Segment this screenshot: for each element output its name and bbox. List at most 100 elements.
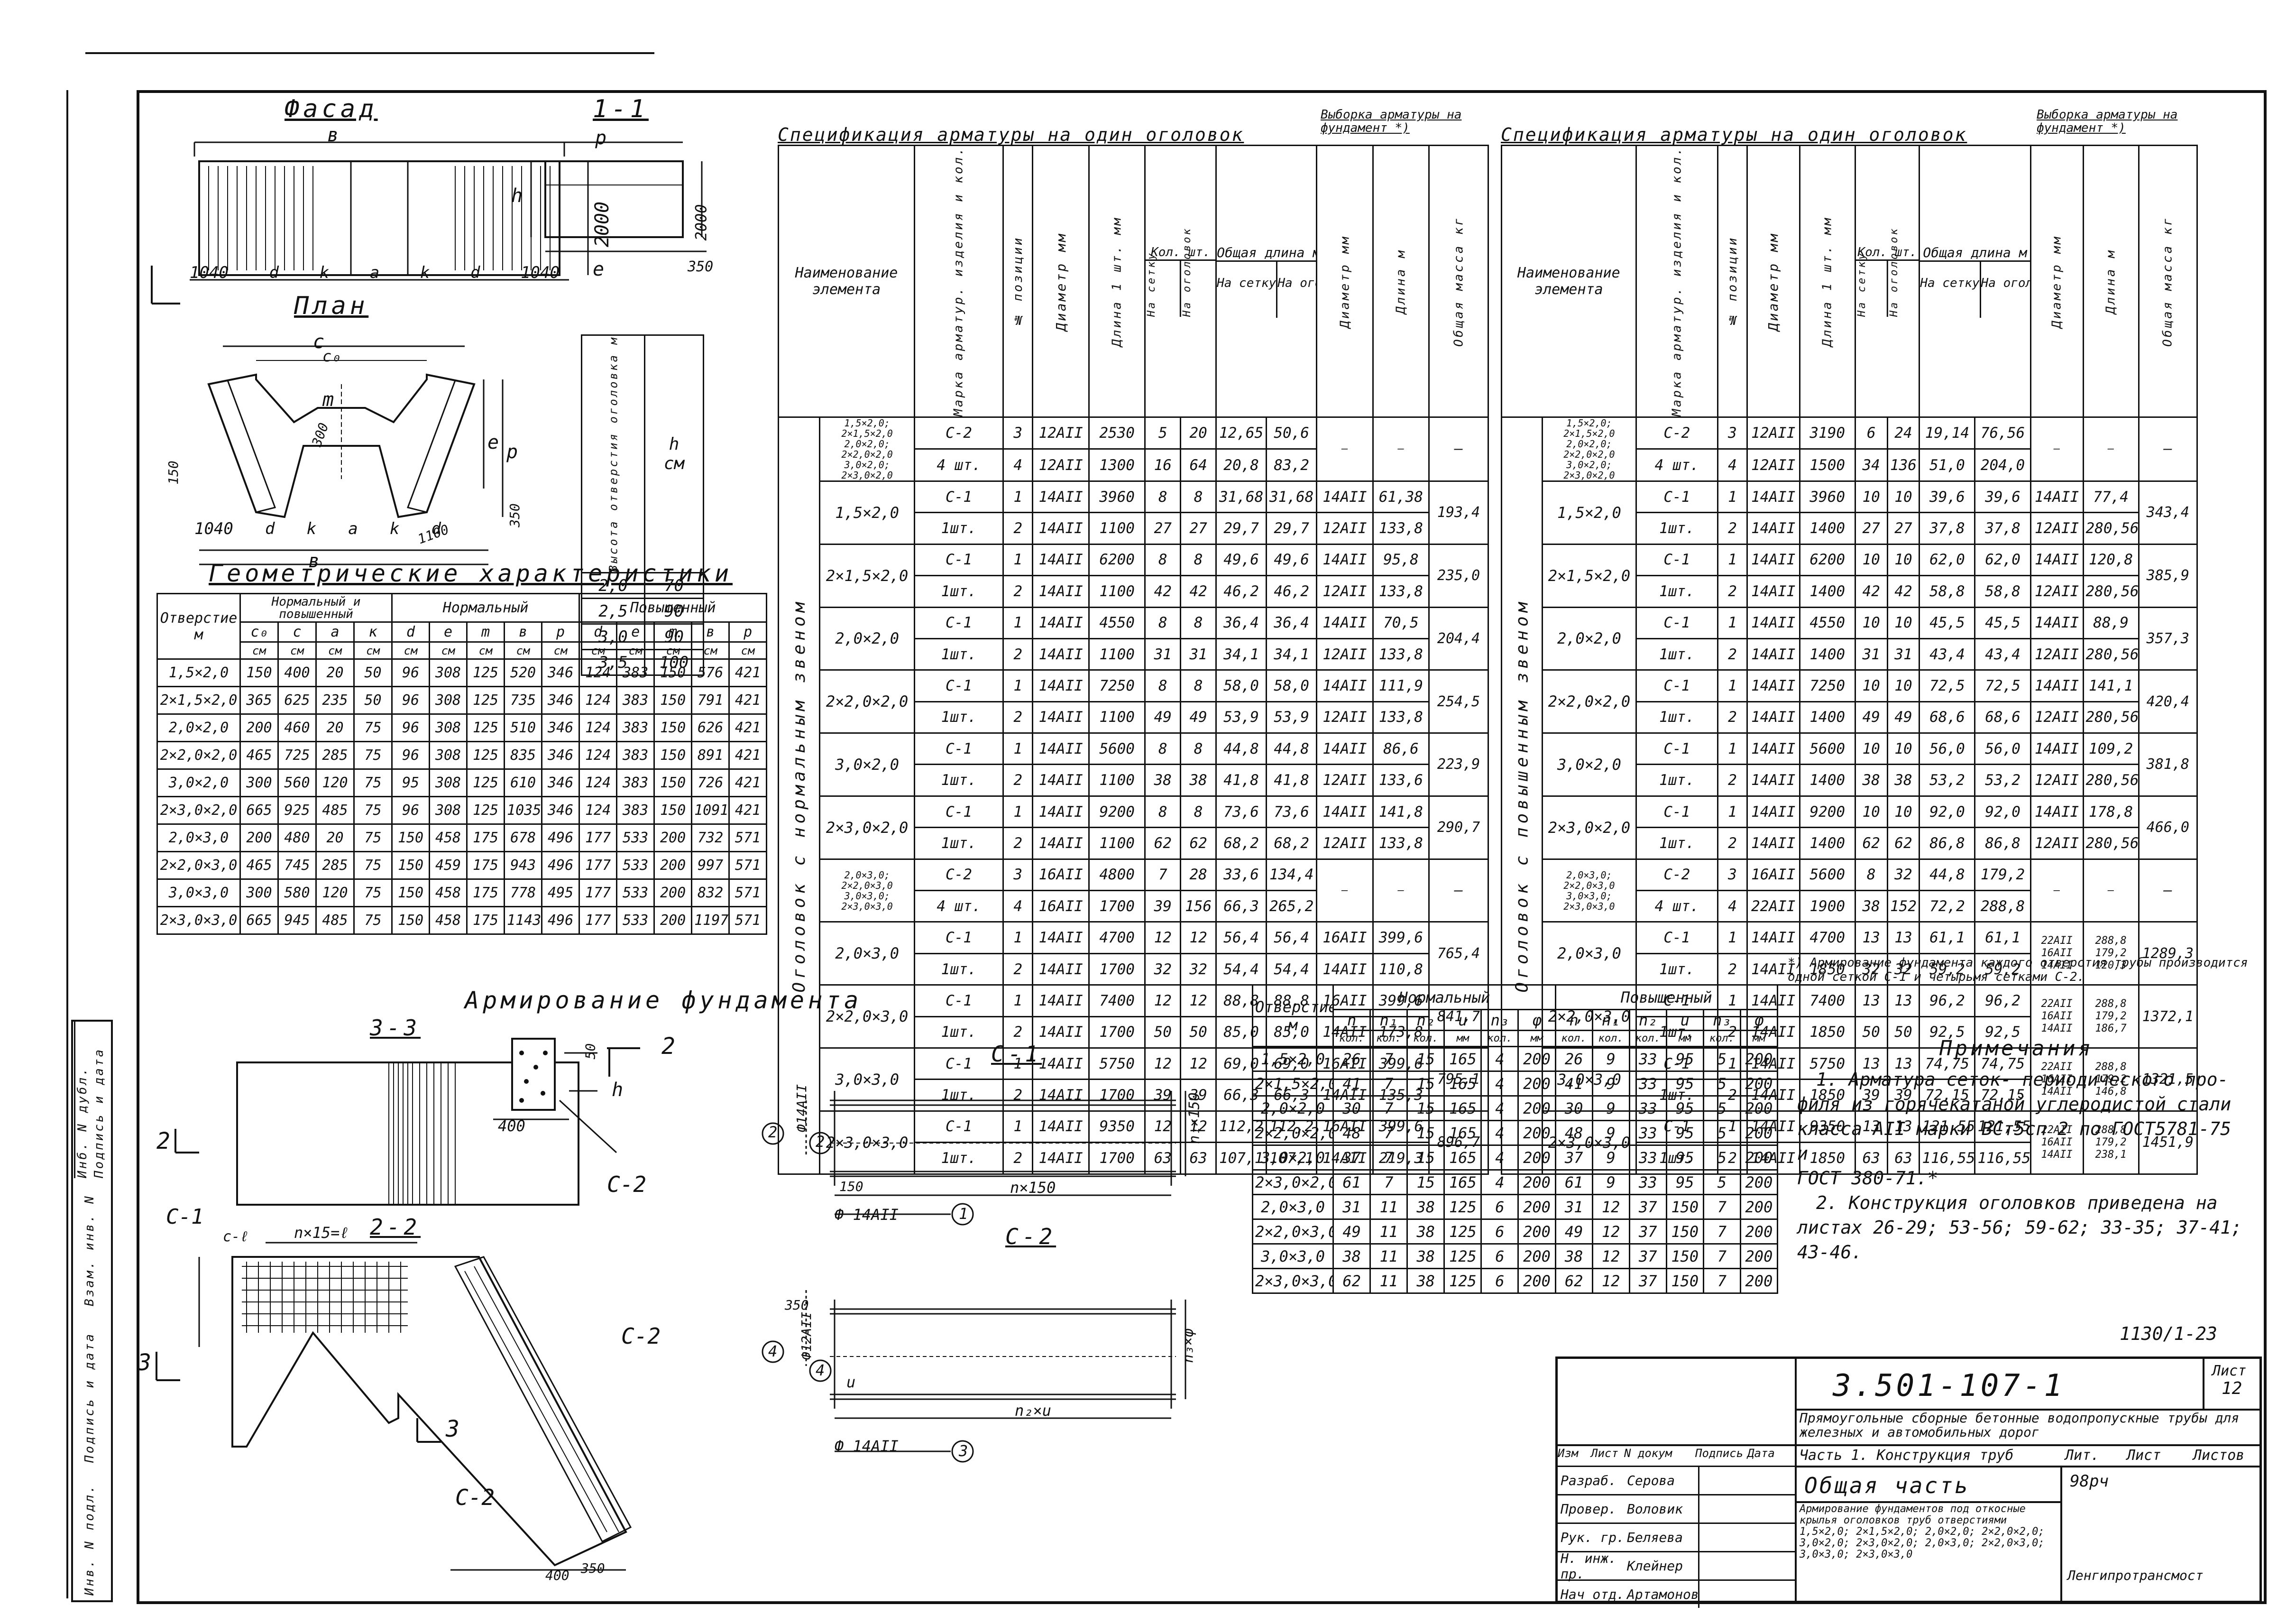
spec-cell: 4 шт. [913, 890, 1004, 923]
spec-cell: 14АII [1746, 732, 1800, 766]
spec-cell: 152 [1886, 890, 1920, 923]
spec-cell: 1 [1002, 795, 1034, 829]
geom-cell: 285 [315, 741, 355, 770]
spec-cell: 7250 [1799, 669, 1856, 702]
spec-cell: 133,8 [1372, 575, 1430, 608]
geom-cell: 2×2,0×2,0 [156, 741, 241, 770]
geom-cell: 308 [429, 741, 468, 770]
org-vline [2060, 1466, 2062, 1601]
spec-cell: 13 [1886, 1047, 1920, 1080]
spec-left-h-vl: Длина м [1373, 145, 1429, 417]
spec-cell: 62 [1180, 827, 1217, 860]
mesh-cell: 165 [1443, 1070, 1482, 1097]
spec-right-h-tot: Общая длина м На сетку На оголовок [1919, 145, 2031, 418]
geom-cell: 832 [691, 878, 730, 907]
spec-cell: 2 [1002, 701, 1034, 734]
mesh-cell: 2,0×3,0 [1251, 1194, 1334, 1220]
sheet-corner-divider [2203, 1359, 2204, 1409]
plan-150-label: 150 [165, 461, 181, 485]
mesh-cell: 15 [1406, 1070, 1445, 1097]
mesh-sub-header: n₁ [1591, 1009, 1630, 1031]
title-hline-4 [1795, 1501, 2060, 1503]
stamp-signature [1698, 1552, 1752, 1579]
title-hline-3 [1795, 1466, 2259, 1467]
mesh-unit-header: кол. [1480, 1030, 1519, 1047]
spec-cell: 1500 [1799, 448, 1856, 482]
mesh-grp-high: Повышенный [1554, 984, 1779, 1010]
spec-cell: 49 [1886, 701, 1920, 734]
c1-diam-top: Ф14АII [794, 1084, 810, 1133]
geom-grp-norm: Нормальный [391, 593, 580, 623]
spec-cell: 1321,5 [2138, 1047, 2198, 1112]
spec-cell: 14АII [1746, 543, 1800, 577]
spec-name: 2,0×3,0; 2×2,0×3,0 3,0×3,0; 2×3,0×3,0 [1542, 858, 1637, 923]
spec-cell: 33,6 [1215, 858, 1267, 892]
mesh-cell: 12 [1591, 1268, 1630, 1294]
geom-cell: 125 [466, 741, 505, 770]
geom-col-hole-unit: м [194, 626, 203, 643]
spec-right-h-qty-title: Кол. шт. [1856, 245, 1918, 261]
spec-cell: 44,8 [1266, 732, 1318, 766]
mesh-unit-header: кол. [1591, 1030, 1630, 1047]
spec-cell: 14АII [1746, 827, 1800, 860]
spec-cell: 68,2 [1215, 827, 1267, 860]
mesh-cell: 41 [1554, 1070, 1593, 1097]
sheet-label: Лист [2212, 1363, 2247, 1379]
spec-cell: 12АII [1032, 448, 1090, 482]
spec-cell: 68,6 [1974, 701, 2031, 734]
mesh-cell: 33 [1628, 1120, 1667, 1146]
spec-cell: 5600 [1799, 732, 1856, 766]
mesh-cell: 33 [1628, 1095, 1667, 1121]
mesh-cell: 9 [1591, 1144, 1630, 1171]
spec-cell: 1700 [1088, 1142, 1146, 1175]
spec-cell: 1700 [1088, 890, 1146, 923]
geom-cell: 200 [239, 823, 279, 852]
spec-cell: 1 [1002, 984, 1034, 1017]
spec-cell: 61,1 [1974, 921, 2031, 954]
spec-cell: 120,8 [2082, 543, 2140, 577]
mesh-cell: 200 [1739, 1070, 1779, 1097]
spec-cell: — [1316, 858, 1374, 923]
section-3-3-400: 400 [498, 1117, 525, 1135]
geom-cell: 465 [239, 851, 279, 880]
geom-cell: 75 [353, 741, 393, 770]
spec-cell: 235,0 [1428, 543, 1489, 608]
geom-cell: 495 [541, 878, 580, 907]
side-stamp: Инб. N дубл. Подпись и дата Взам. инв. N… [71, 1020, 113, 1602]
spec-cell: 1шт. [913, 827, 1004, 860]
spec-cell: 116,55 [1919, 1142, 1976, 1175]
spec-cell: 56,4 [1215, 921, 1267, 954]
mesh-cell: 9 [1591, 1120, 1630, 1146]
spec-cell: 6200 [1088, 543, 1146, 577]
c2-title: С-2 [1005, 1224, 1056, 1249]
section-2-2-c2-label-2: С-2 [455, 1485, 495, 1510]
geom-cell: 485 [315, 906, 355, 935]
mesh-cell: 7 [1702, 1268, 1741, 1294]
mesh-cell: 150 [1665, 1268, 1704, 1294]
plan-dim: 1040 [194, 519, 233, 538]
plan-b-label: в [308, 550, 320, 572]
drawing-frame [137, 90, 2267, 1604]
org-label: Ленгипротрансмост [2067, 1568, 2204, 1583]
geom-sub-header: в [504, 621, 543, 643]
spec-cell: 12АII [1316, 827, 1374, 860]
spec-name: 1,5×2,0; 2×1,5×2,0 2,0×2,0; 2×2,0×2,0 3,… [819, 416, 915, 482]
spec-cell: 12АII [1316, 764, 1374, 797]
spec-cell: 9200 [1088, 795, 1146, 829]
c2-n2u-label: n₂×u [1015, 1402, 1052, 1420]
height-unit: см [663, 454, 685, 474]
c2-pos4b: 4 [816, 1361, 825, 1379]
mesh-cell: 95 [1665, 1095, 1704, 1121]
spec-cell: 53,9 [1215, 701, 1267, 734]
facade-b-label: в [327, 124, 339, 146]
spec-cell: С-2 [1635, 858, 1719, 892]
spec-cell: 10 [1854, 732, 1888, 766]
